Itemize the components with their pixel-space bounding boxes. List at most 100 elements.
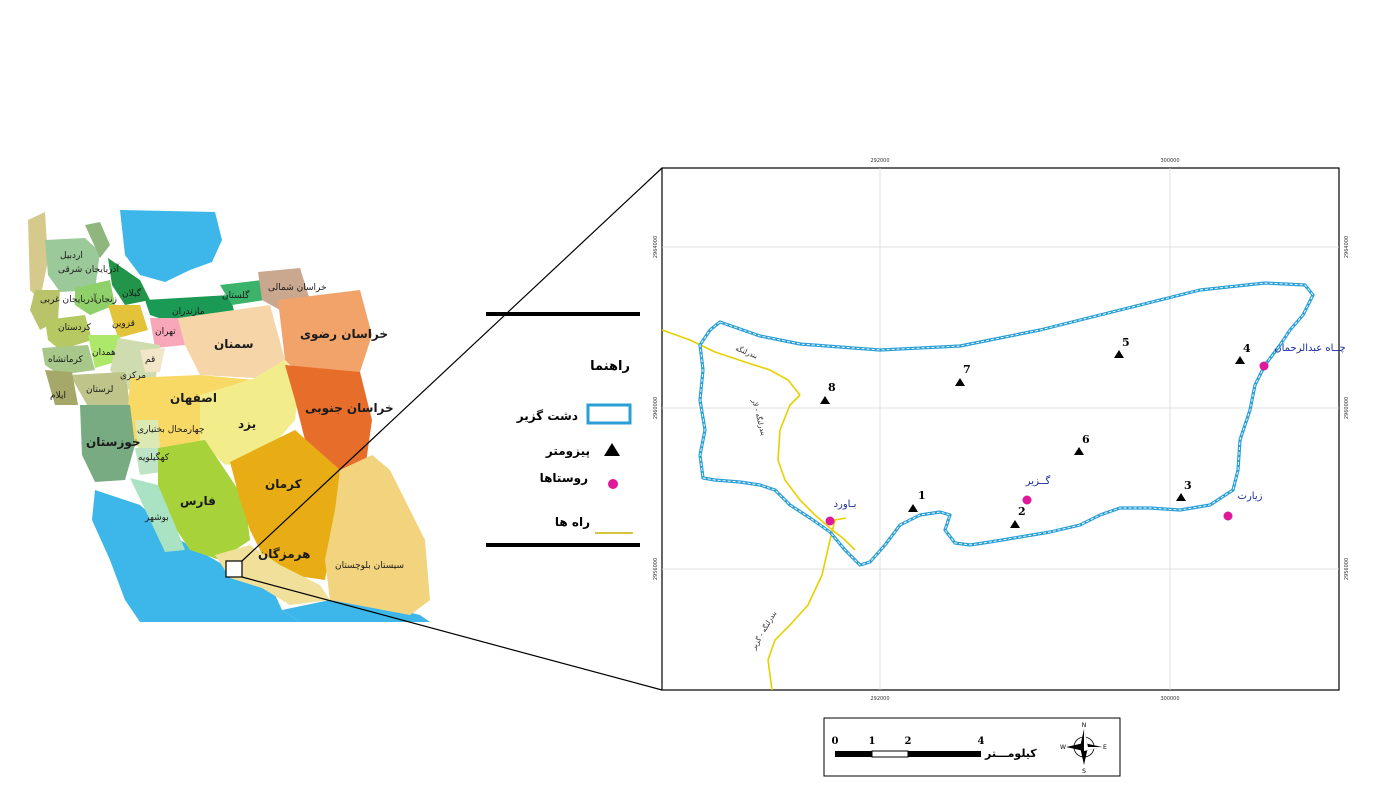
village-ziarat: زیارت [1223,491,1263,521]
tick-label-right: 2956000 [1344,558,1350,580]
svg-text:6: 6 [1082,433,1090,446]
province-label: مرکزی [120,371,146,381]
study-area-map: 292000 300000 292000 300000 2964000 2960… [653,158,1350,702]
province-shape [178,305,285,378]
province-label: تهران [155,327,176,337]
province-label: کهگیلویه [138,451,170,463]
province-shape [140,348,165,372]
svg-text:N: N [1082,722,1087,729]
province-shape [45,315,92,350]
tick-label-bottom: 292000 [870,696,889,702]
svg-text:گــزیر: گــزیر [1025,475,1051,487]
province-label: خوزستان [86,435,141,450]
tick-label-right: 2964000 [1344,236,1350,258]
village-chah-abdolrahman: چــاه عبدالرحمان [1259,343,1346,371]
province-label: کرمانشاه [48,355,84,365]
province-shape [85,222,110,258]
province-shape [135,448,162,475]
scale-number: 1 [869,736,876,747]
province-label: خراسان شمالی [268,283,327,293]
tick-label-left: 2956000 [653,558,659,580]
scale-unit: کیلومـــتر [984,747,1037,760]
piezometer-8: 8 [820,381,836,404]
province-label: اصفهان [170,391,217,405]
province-shape [75,280,115,315]
province-shape [135,420,160,448]
province-shape [325,455,430,615]
oman-gulf [282,600,430,622]
tick-label-right: 2960000 [1344,397,1350,419]
svg-text:8: 8 [828,381,836,394]
legend-piezometer-symbol [604,443,620,456]
svg-text:E: E [1103,744,1107,751]
village-bavard: بـاورد [825,499,857,526]
plain-boundary-inner [699,282,1314,566]
scale-segment [871,750,909,758]
province-shape [45,238,100,292]
province-shape [220,280,265,305]
tick-label-left: 2964000 [653,236,659,258]
legend: راهنما دشت گزیر پیزومتر روستاها راه ها [486,312,640,547]
piezometer-3: 3 [1176,479,1192,501]
piezometer-1: 1 [908,489,926,512]
province-label: سمنان [214,337,254,351]
svg-text:چــاه عبدالرحمان: چــاه عبدالرحمان [1274,343,1345,354]
province-label: خراسان جنوبی [305,401,394,416]
piezometer-5: 5 [1114,336,1130,358]
province-label: اردبیل [60,251,83,261]
svg-text:بـاورد: بـاورد [834,499,857,510]
svg-text:1: 1 [918,489,926,502]
scale-segment [835,751,872,757]
piezometer-2: 2 [1010,505,1026,528]
tick-label-left: 2960000 [653,397,659,419]
province-shape [28,212,48,300]
scale-number: 2 [905,736,912,747]
tick-label-top: 300000 [1160,158,1179,164]
compass-rose-icon: N S E W [1060,722,1107,775]
province-label: ایلام [50,391,66,401]
legend-item-roads: راه ها [555,515,590,529]
province-shape [70,372,130,410]
svg-text:3: 3 [1184,479,1192,492]
svg-text:S: S [1082,768,1086,775]
scale-segment [908,751,981,757]
province-shape [285,365,372,470]
province-shape [130,478,185,552]
legend-item-piezometer: پیزومتر [545,444,590,459]
province-label: قزوین [112,319,135,329]
piezometer-4: 4 [1235,342,1251,364]
caspian-sea [120,210,222,282]
scale-number: 4 [978,736,985,747]
legend-item-plain: دشت گزیر [516,409,578,423]
province-label: زنجان [95,295,117,305]
province-label: بوشهر [144,513,169,523]
province-label: هرمزگان [258,547,310,561]
legend-boundary-symbol [586,403,632,425]
svg-text:7: 7 [963,363,971,376]
iran-map: اردبیل آذربایجان شرقی آذربایجان غربی زنج… [28,210,430,622]
svg-text:5: 5 [1122,336,1130,349]
province-shape [278,290,372,375]
province-label: لرستان [86,385,113,395]
svg-text:زیارت: زیارت [1238,491,1263,502]
zoom-line-top [241,167,663,562]
province-label: چهارمحال بختیاری [137,425,204,435]
province-shape [230,430,340,580]
zoom-line-bottom [241,576,663,691]
province-shape [200,360,300,465]
province-label: آذربایجان غربی [40,293,97,305]
legend-village-symbol [608,479,618,489]
legend-title: راهنما [590,359,630,374]
road-line [777,394,856,551]
study-area-box [225,560,243,578]
province-shape [150,318,185,348]
province-label: فارس [180,494,216,508]
svg-text:W: W [1060,744,1066,751]
svg-text:2: 2 [1018,505,1026,518]
province-shape [158,440,250,560]
province-label: کردستان [58,323,92,333]
province-label: گلستان [222,289,250,301]
piezometer-6: 6 [1074,433,1090,455]
svg-text:4: 4 [1243,342,1251,355]
